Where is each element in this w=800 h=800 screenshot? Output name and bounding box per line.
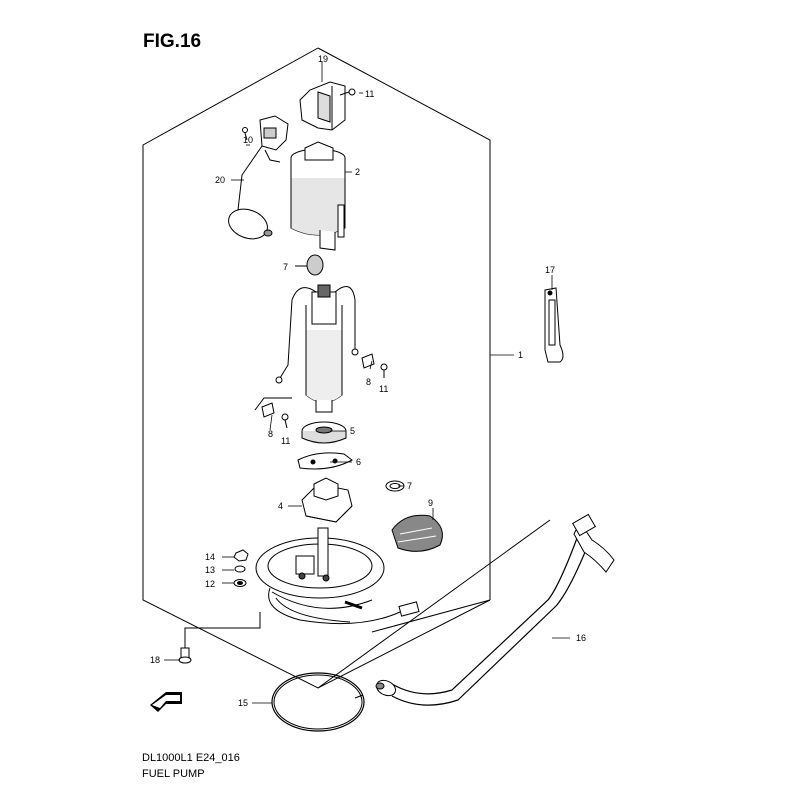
callout-8-right: 8 [366,377,371,387]
fuel-hose [391,529,581,695]
callout-20: 17 [545,265,555,275]
callout-11-top: 11 [365,89,374,99]
callout-17: 15 [238,698,248,708]
callout-2: 2 [355,167,360,177]
callout-13: 13 [205,565,215,575]
callout-18: 18 [150,655,160,665]
o-ring-large [271,672,365,732]
callout-16: 20 [215,175,225,185]
assembly-boundary [317,47,491,600]
washer-part [234,565,246,573]
callout-19: 16 [576,633,586,643]
figure-name: FUEL PUMP [142,768,205,780]
filter-mesh [391,514,443,552]
screw-part [348,88,356,96]
nut-part [233,549,249,562]
wire-harness [268,587,401,625]
callout-6: 7 [283,262,288,272]
callout-8-left: 8 [268,429,273,439]
float [228,208,268,240]
callout-12: 12 [205,579,215,589]
front-direction-arrow-icon [150,692,182,712]
callout-3: 4 [278,501,283,511]
callout-10: 9 [428,498,433,508]
callout-4: 5 [350,426,355,436]
callout-14: 14 [205,552,215,562]
pump-wire [279,287,321,379]
clamp-plate [297,452,353,470]
figure-title: FIG.16 [143,31,202,52]
callout-1: 1 [518,350,523,360]
callout-11-left: 11 [281,436,290,446]
check-valve [306,254,324,276]
callout-15: 19 [318,54,328,64]
callout-7: 7 [407,481,412,491]
float-arm [237,145,263,211]
model-code: DL1000L1 E24_016 [142,752,240,764]
callout-9: 10 [243,135,253,145]
callout-5: 6 [356,457,361,467]
callout-11-right: 11 [379,384,388,394]
